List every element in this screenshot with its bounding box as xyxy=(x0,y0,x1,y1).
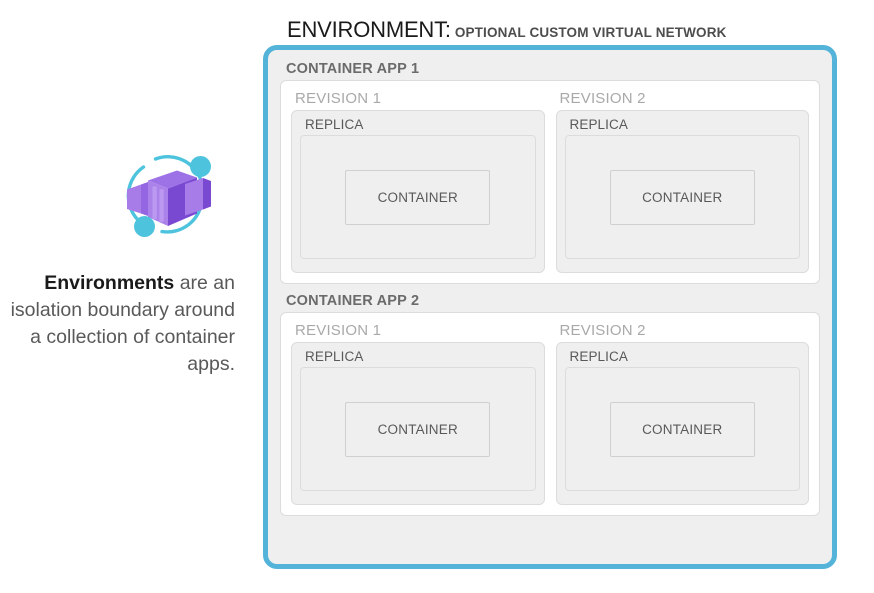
revision-label: REVISION 1 xyxy=(295,90,382,107)
container-box: CONTAINER xyxy=(609,169,755,225)
container-app-body: REVISION 1 REPLICA CONTAINER REVISION 2 REPL… xyxy=(280,312,820,516)
revision: REVISION 2 REPLICA CONTAINER xyxy=(555,322,809,505)
revision-body: REPLICA CONTAINER xyxy=(291,342,545,505)
revision: REVISION 1 REPLICA CONTAINER xyxy=(291,322,545,505)
container-app: CONTAINER APP 2 REVISION 1 REPLICA CONTAINE… xyxy=(280,293,820,516)
container-app-label: CONTAINER APP 2 xyxy=(286,293,420,309)
container-app: CONTAINER APP 1 REVISION 1 REPLICA CONTAINE… xyxy=(280,61,820,284)
caption-strong-text: Environments xyxy=(44,272,175,294)
page-title-main: ENVIRONMENT: xyxy=(287,17,451,42)
revision-label: REVISION 1 xyxy=(295,322,382,339)
azure-container-apps-logo-icon xyxy=(126,155,211,237)
azure-container-apps-logo xyxy=(115,143,220,248)
container-app-label: CONTAINER APP 1 xyxy=(286,61,420,77)
revision: REVISION 2 REPLICA CONTAINER xyxy=(555,90,809,273)
revision-body: REPLICA CONTAINER xyxy=(555,110,809,273)
environment-caption: Environments are an isolation boundary a… xyxy=(0,270,235,378)
revision: REVISION 1 REPLICA CONTAINER xyxy=(291,90,545,273)
caption-rest-text: are an isolation boundary around a colle… xyxy=(10,272,235,375)
replica-body: CONTAINER xyxy=(564,135,800,259)
replica-label: REPLICA xyxy=(569,117,628,132)
container-app-body: REVISION 1 REPLICA CONTAINER REVISION 2 REPL… xyxy=(280,80,820,284)
replica-label: REPLICA xyxy=(305,349,364,364)
container-box: CONTAINER xyxy=(345,401,491,457)
revision-body: REPLICA CONTAINER xyxy=(555,342,809,505)
revision-body: REPLICA CONTAINER xyxy=(291,110,545,273)
replica-body: CONTAINER xyxy=(564,367,800,491)
replica-body: CONTAINER xyxy=(300,367,536,491)
revision-label: REVISION 2 xyxy=(559,90,646,107)
container-box: CONTAINER xyxy=(609,401,755,457)
container-box: CONTAINER xyxy=(345,169,491,225)
page-title: ENVIRONMENT:OPTIONAL CUSTOM VIRTUAL NETW… xyxy=(287,17,727,43)
revision-label: REVISION 2 xyxy=(559,322,646,339)
replica-label: REPLICA xyxy=(305,117,364,132)
left-description-panel: Environments are an isolation boundary a… xyxy=(0,130,250,390)
replica-label: REPLICA xyxy=(569,349,628,364)
page-title-subtitle: OPTIONAL CUSTOM VIRTUAL NETWORK xyxy=(454,25,727,40)
replica-body: CONTAINER xyxy=(300,135,536,259)
